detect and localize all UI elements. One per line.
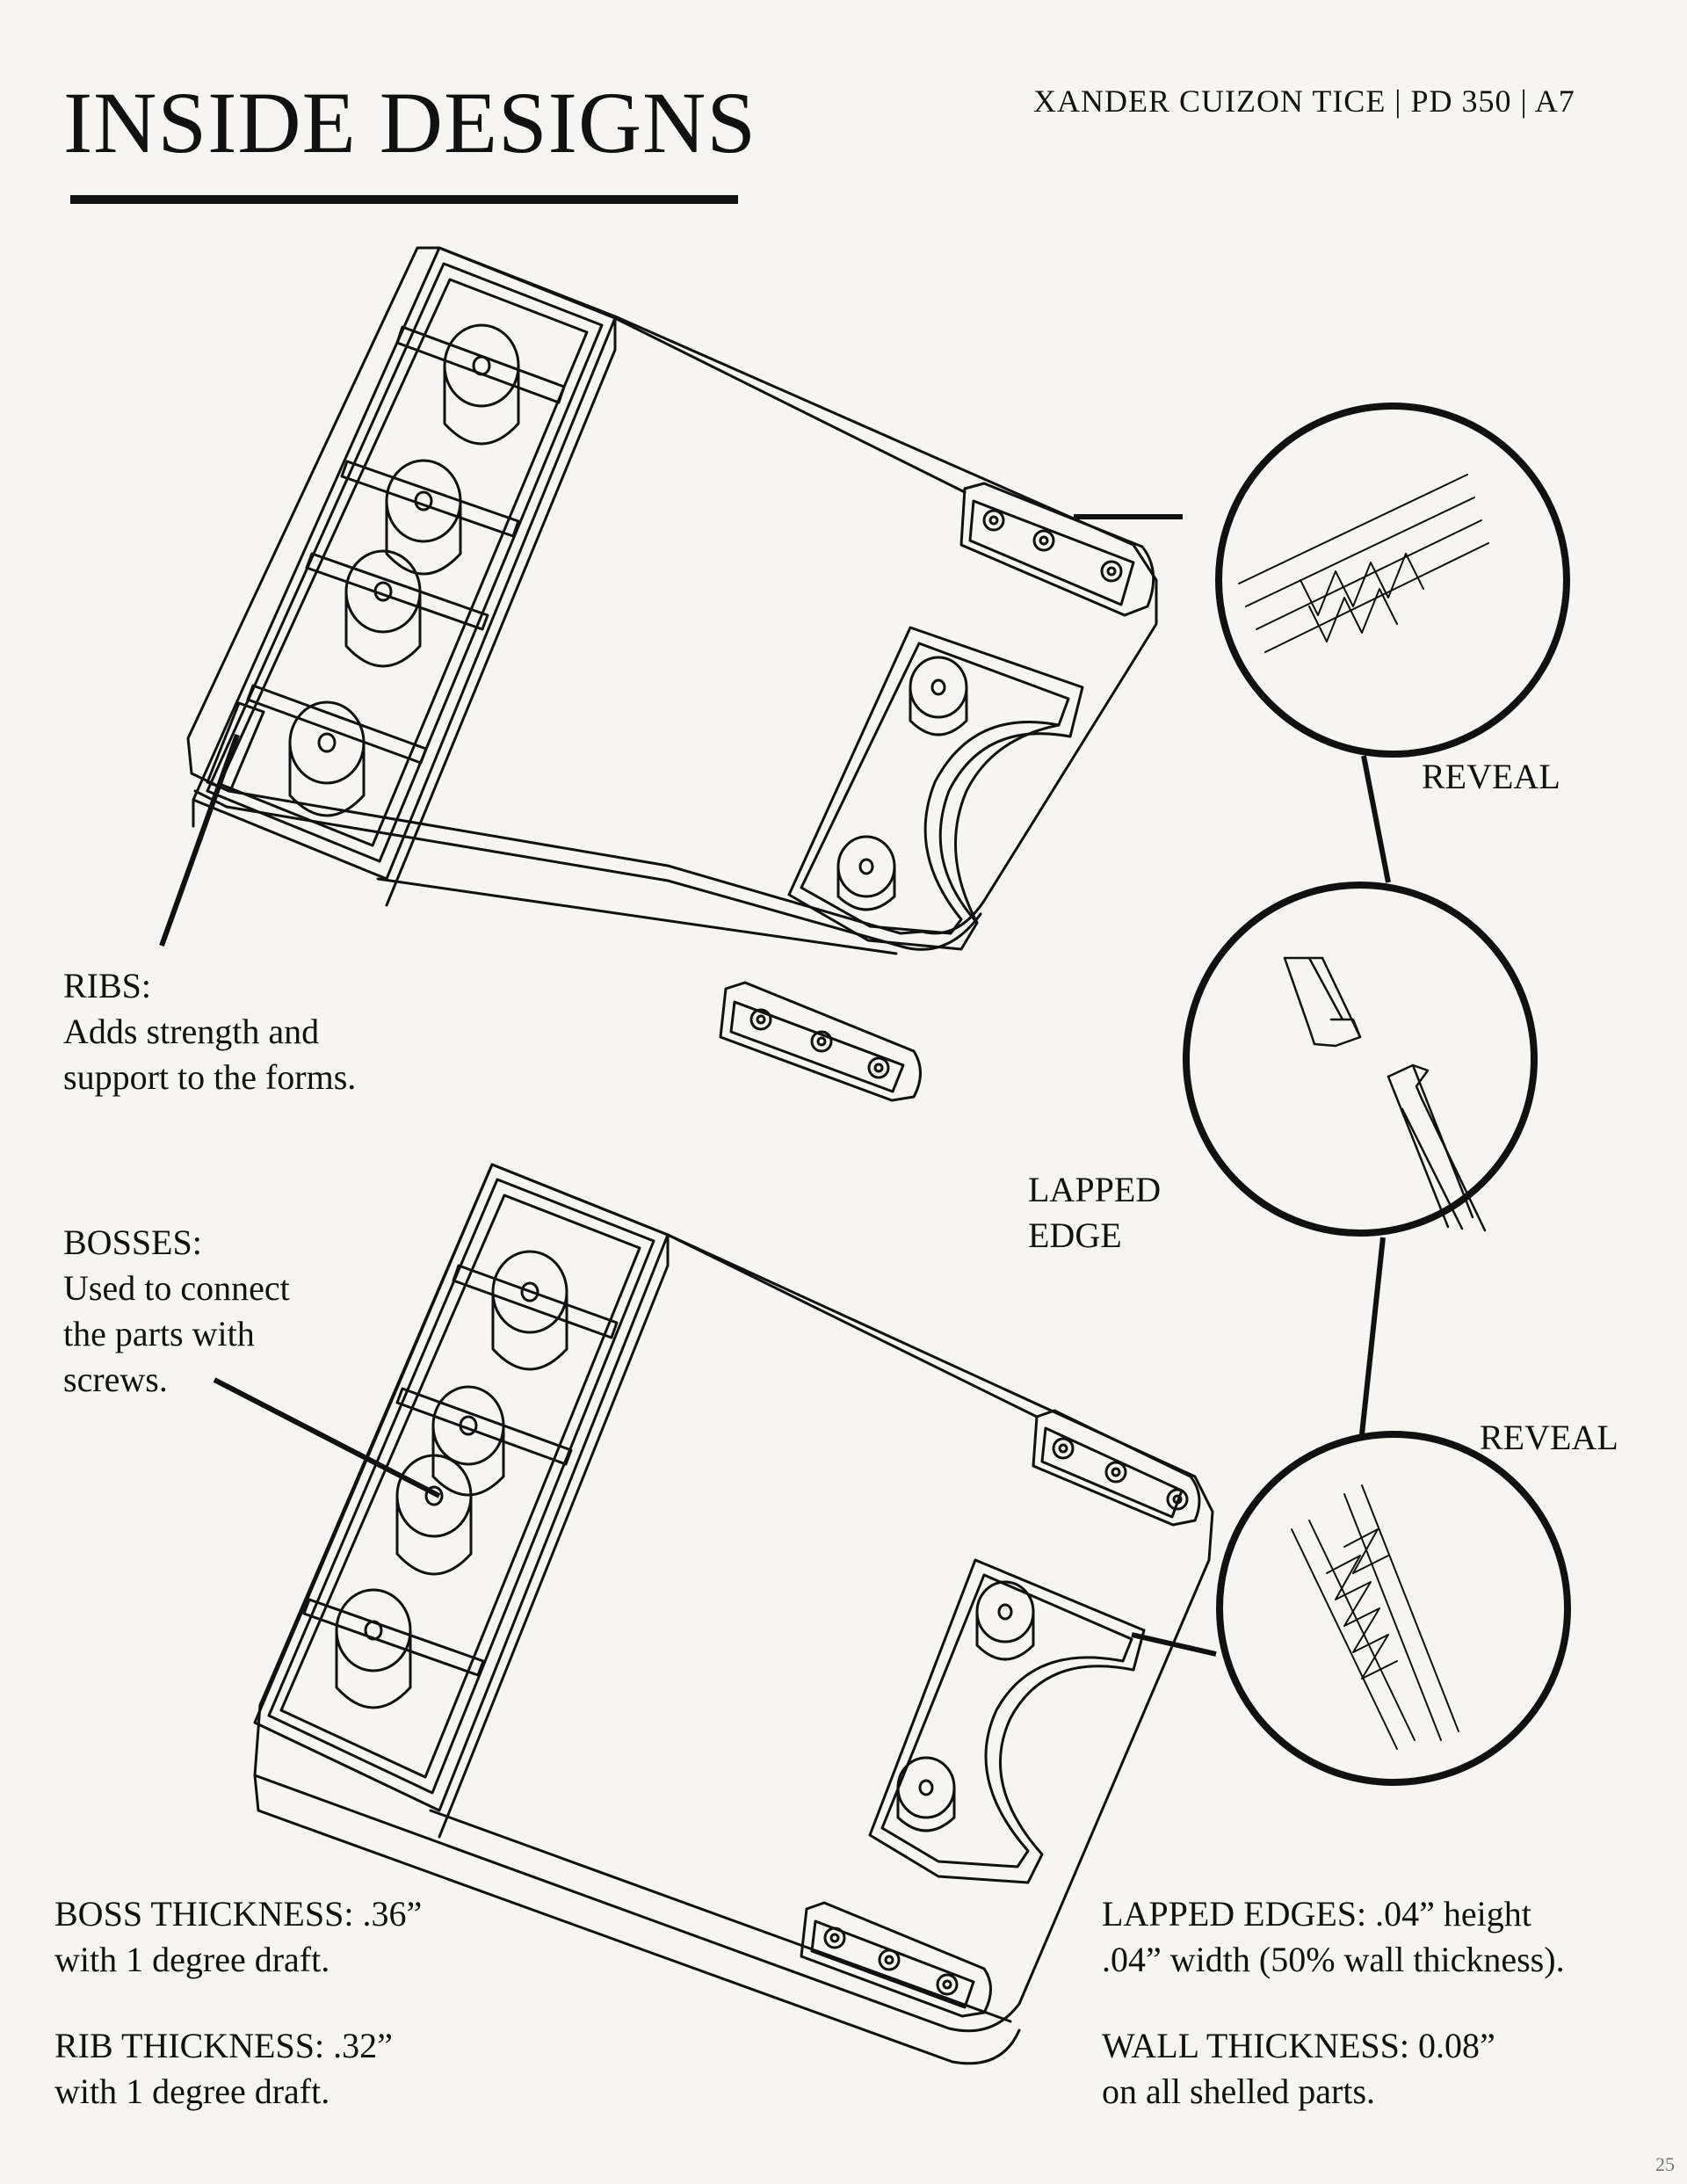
bosses-heading: BOSSES: bbox=[63, 1223, 202, 1262]
ribs-description-line1: Adds strength and bbox=[63, 1012, 320, 1051]
top-left-housing bbox=[192, 246, 617, 907]
wall-thickness-line1: WALL THICKNESS: 0.08” bbox=[1102, 2026, 1495, 2065]
ribs-description-line2: support to the forms. bbox=[63, 1057, 357, 1097]
detail-circle-reveal-top bbox=[1215, 403, 1570, 758]
bosses-description-line3: screws. bbox=[63, 1360, 168, 1399]
lapped-edges-spec-line2: .04” width (50% wall thickness). bbox=[1102, 1940, 1565, 1979]
detail-circle-reveal-bottom bbox=[1216, 1431, 1571, 1786]
ribs-heading: RIBS: bbox=[63, 966, 152, 1005]
top-part-drawing bbox=[186, 246, 1158, 1102]
title-underline bbox=[70, 195, 738, 204]
leader-lines bbox=[159, 514, 1391, 1657]
bottom-clip-housing-lower bbox=[800, 1901, 992, 2018]
page-title: INSIDE DESIGNS bbox=[63, 74, 757, 171]
wall-thickness-line2: on all shelled parts. bbox=[1102, 2072, 1376, 2111]
detail-circle-lapped-edge bbox=[1183, 882, 1538, 1237]
reveal-label-top: REVEAL bbox=[1422, 757, 1560, 796]
author-course-credit: XANDER CUIZON TICE | PD 350 | A7 bbox=[1033, 83, 1575, 119]
top-c-housing bbox=[787, 626, 1084, 951]
top-clip-housing-upper bbox=[959, 482, 1155, 617]
bottom-c-housing bbox=[868, 1558, 1146, 1884]
bosses-description-line2: the parts with bbox=[63, 1314, 255, 1353]
detail-reveal-bottom-sketch bbox=[1291, 1484, 1459, 1750]
rib-thickness-line2: with 1 degree draft. bbox=[54, 2072, 330, 2111]
lapped-edge-label-line1: LAPPED bbox=[1028, 1170, 1162, 1209]
lapped-edges-spec-line1: LAPPED EDGES: .04” height bbox=[1102, 1894, 1531, 1934]
page-corner-mark: 25 bbox=[1655, 2153, 1675, 2175]
bosses-description-line1: Used to connect bbox=[63, 1268, 290, 1308]
top-clip-housing-lower bbox=[719, 981, 922, 1102]
detail-reveal-top-sketch bbox=[1238, 474, 1489, 653]
boss-thickness-line2: with 1 degree draft. bbox=[54, 1940, 330, 1979]
bottom-part-drawing bbox=[253, 1163, 1214, 2065]
detail-lapped-sketch bbox=[1283, 956, 1487, 1232]
lapped-edge-label-line2: EDGE bbox=[1028, 1215, 1122, 1255]
boss-thickness-line1: BOSS THICKNESS: .36” bbox=[54, 1894, 423, 1934]
bottom-clip-housing-upper bbox=[1032, 1409, 1201, 1527]
reveal-label-bottom: REVEAL bbox=[1480, 1418, 1618, 1457]
rib-thickness-line1: RIB THICKNESS: .32” bbox=[54, 2026, 393, 2065]
bottom-left-housing bbox=[253, 1163, 670, 1839]
